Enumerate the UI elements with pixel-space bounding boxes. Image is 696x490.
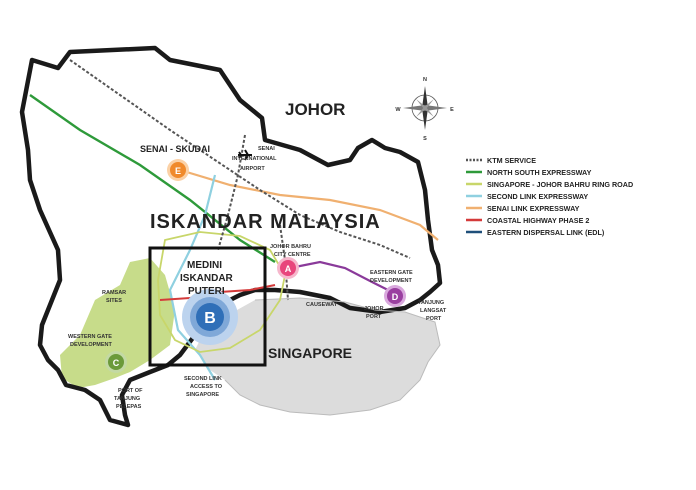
zone-d-marker[interactable]: D: [384, 285, 406, 307]
tanjung-langsat-label-3: PORT: [426, 316, 442, 322]
second-link-label-1: SECOND LINK: [184, 376, 222, 382]
ptp-label-1: PORT OF: [118, 388, 143, 394]
airplane-icon: [238, 149, 252, 161]
causeway-label: CAUSEWAY: [306, 302, 338, 308]
second-link-label-3: SINGAPORE: [186, 392, 219, 398]
zone-a-letter: A: [285, 264, 292, 274]
zone-a-label-1: JOHOR BAHRU: [270, 244, 311, 250]
zone-b-letter: B: [204, 310, 216, 327]
ramsar-green-area: [60, 258, 175, 388]
ramsar-label-2: SITES: [106, 298, 122, 304]
zone-c-marker[interactable]: C: [105, 351, 127, 373]
zone-d-label-2: DEVELOPMENT: [370, 278, 413, 284]
zone-b-label-2: ISKANDAR: [180, 273, 234, 284]
tanjung-langsat-label-2: LANGSAT: [420, 308, 447, 314]
zone-d-label-1: EASTERN GATE: [370, 270, 413, 276]
country-label: SINGAPORE: [268, 345, 352, 361]
johor-port-label-2: PORT: [366, 314, 382, 320]
north-south-expressway: [29, 94, 276, 264]
ptp-label-3: PELEPAS: [116, 404, 142, 410]
second-link-label-2: ACCESS TO: [190, 384, 223, 390]
ring-road: [157, 231, 286, 353]
ptp-label-2: TANJUNG: [114, 396, 140, 402]
legend-label-edl: EASTERN DISPERSAL LINK (EDL): [487, 228, 605, 237]
compass-s: S: [423, 136, 427, 142]
tanjung-langsat-label-1: TANJUNG: [418, 300, 444, 306]
legend-label-ring: SINGAPORE - JOHOR BAHRU RING ROAD: [487, 180, 633, 189]
johor-port-label-1: JOHOR: [364, 306, 384, 312]
eastern-dispersal-link: [289, 260, 393, 293]
legend-label-senai: SENAI LINK EXPRESSWAY: [487, 204, 580, 213]
zone-b-marker[interactable]: B: [182, 289, 238, 345]
zone-a-marker[interactable]: A: [277, 257, 299, 279]
zone-e-marker[interactable]: E: [167, 159, 189, 181]
legend-label-ktm: KTM SERVICE: [487, 156, 536, 165]
zone-e-letter: E: [175, 166, 181, 176]
zone-c-label-1: WESTERN GATE: [68, 334, 112, 340]
zone-a-label-2: CITY CENTRE: [274, 252, 311, 258]
zone-d-letter: D: [392, 292, 399, 302]
johor-outline: [19, 45, 443, 428]
zone-c-label-2: DEVELOPMENT: [70, 342, 113, 348]
compass-w: W: [395, 107, 401, 113]
legend-label-nse: NORTH SOUTH EXPRESSWAY: [487, 168, 592, 177]
airport-label-2: INTERNATIONAL: [232, 156, 277, 162]
zone-b-label-1: MEDINI: [187, 260, 222, 271]
legend-label-coastal: COASTAL HIGHWAY PHASE 2: [487, 216, 589, 225]
state-label: JOHOR: [285, 100, 345, 119]
compass-n: N: [423, 77, 427, 83]
zone-e-label: SENAI - SKUDAI: [140, 144, 210, 154]
compass-e: E: [450, 107, 454, 113]
zone-b-label-3: PUTERI: [188, 286, 225, 297]
singapore-landmass: [195, 298, 440, 415]
singapore-outline: [224, 297, 441, 416]
ramsar-label-1: RAMSAR: [102, 290, 126, 296]
legend: KTM SERVICE NORTH SOUTH EXPRESSWAY SINGA…: [466, 156, 633, 237]
compass-rose-icon: [403, 86, 447, 130]
zone-c-letter: C: [113, 358, 120, 368]
ktm-service-line: [69, 59, 411, 259]
legend-label-second: SECOND LINK EXPRESSWAY: [487, 192, 588, 201]
airport-label-3: AIRPORT: [240, 166, 265, 172]
medini-focus-box: [148, 246, 267, 367]
senai-link-expressway: [179, 168, 439, 241]
second-link-expressway: [168, 174, 217, 381]
airport-label-1: SENAI: [258, 146, 275, 152]
region-title: ISKANDAR MALAYSIA: [150, 211, 381, 233]
